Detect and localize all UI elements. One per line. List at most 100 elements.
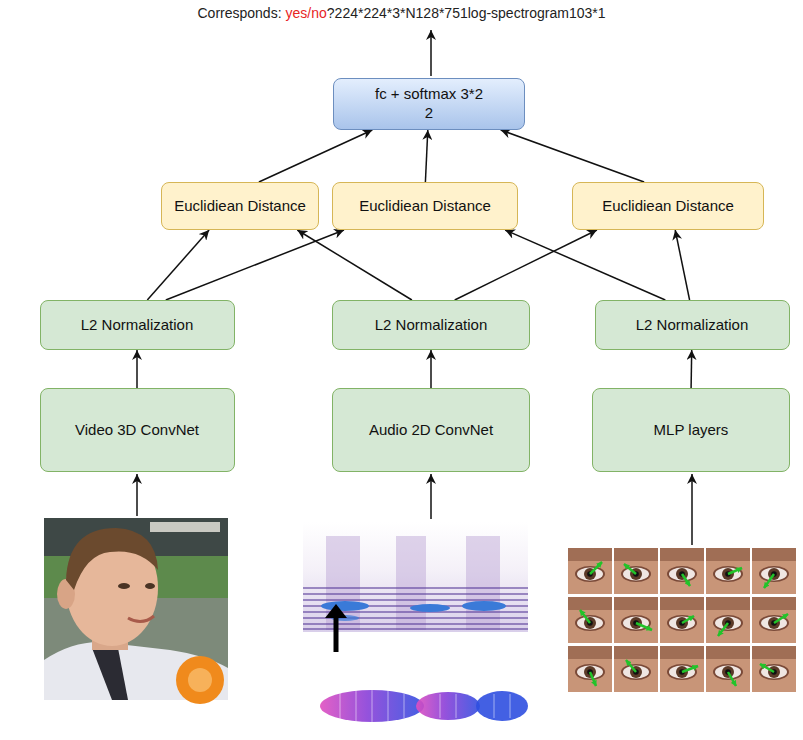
output-label: yes/no — [286, 5, 327, 21]
waveform — [318, 705, 540, 707]
face-photo — [145, 583, 155, 589]
waveform — [388, 690, 389, 722]
waveform — [372, 690, 373, 722]
eye-grid — [752, 548, 796, 594]
output-label: 103*1 — [569, 5, 606, 21]
face-photo — [118, 583, 130, 589]
network-box: Video 3D ConvNet — [40, 388, 235, 472]
spectrogram — [466, 536, 500, 630]
input-leaders — [430, 30, 432, 76]
normalization-box: L2 Normalization — [595, 300, 790, 350]
distance-box: Euclidiean Distance — [161, 182, 319, 230]
waveform — [456, 694, 457, 718]
waveform — [404, 694, 405, 718]
box-text: L2 Normalization — [81, 316, 194, 335]
input-arrow — [334, 616, 339, 652]
waveform — [340, 690, 510, 722]
eye-grid — [568, 548, 612, 594]
connector-arrow — [147, 230, 209, 300]
output-label: log-spectrogram — [468, 5, 569, 21]
normalization-box: L2 Normalization — [332, 300, 530, 350]
classifier-box: fc + softmax 3*22 — [333, 78, 525, 130]
connector-arrow — [505, 230, 665, 300]
eye-grid — [706, 548, 750, 594]
output-label: Corresponds: — [198, 5, 282, 21]
output-question: Corresponds:yes/no?224*224*3*N128*751log… — [0, 5, 803, 21]
normalization-box: L2 Normalization — [40, 300, 235, 350]
waveform — [318, 690, 540, 722]
connector-arrow — [136, 350, 138, 388]
face-photo — [66, 528, 158, 590]
eye-grid — [760, 664, 774, 672]
input-leaders — [136, 474, 138, 516]
face-photo — [44, 518, 228, 700]
spectrogram — [303, 522, 528, 632]
distance-box: Euclidiean Distance — [332, 182, 518, 230]
face-photo — [92, 648, 128, 700]
spectrogram — [303, 522, 528, 632]
face-photo — [44, 518, 228, 704]
connector-arrow — [501, 130, 644, 182]
spectrogram — [410, 604, 450, 612]
distance-box: Euclidiean Distance — [572, 182, 764, 230]
waveform — [494, 694, 495, 718]
face-photo — [128, 616, 154, 622]
spectrogram — [321, 601, 369, 611]
connector-arrow — [430, 350, 432, 388]
input-arrow — [325, 604, 347, 618]
input-arrow — [325, 604, 347, 652]
spectrogram — [303, 587, 528, 589]
box-text: L2 Normalization — [375, 316, 488, 335]
connector-arrow — [425, 130, 427, 182]
eye-grid — [568, 597, 612, 643]
box-text: Video 3D ConvNet — [75, 421, 199, 440]
eye-grid — [660, 597, 704, 643]
waveform — [440, 694, 441, 718]
face-photo — [188, 668, 212, 692]
eye-grid — [568, 646, 612, 692]
eye-grid — [580, 562, 788, 686]
eye-grid — [568, 548, 796, 692]
box-text: 2 — [425, 104, 433, 123]
face-photo — [176, 656, 224, 704]
eye-grid — [636, 623, 652, 630]
network-box: Audio 2D ConvNet — [332, 388, 530, 472]
eye-grid — [614, 646, 658, 692]
eye-grid — [614, 548, 658, 594]
face-photo — [150, 522, 220, 532]
connector-arrow — [259, 130, 372, 182]
eye-grid — [590, 672, 596, 686]
connector-arrow — [455, 230, 597, 300]
eye-grid — [706, 597, 750, 643]
output-label: 224*224*3*N — [335, 5, 416, 21]
connector-arrow — [675, 230, 689, 300]
eye-grid — [614, 597, 658, 643]
box-text: MLP layers — [654, 421, 729, 440]
box-text: Euclidiean Distance — [602, 197, 734, 216]
box-text: fc + softmax 3*2 — [375, 85, 483, 104]
connector-arrow — [690, 350, 692, 388]
face-photo — [44, 642, 228, 700]
eye-grid — [590, 562, 602, 574]
eye-grid — [624, 564, 636, 574]
input-leaders — [691, 474, 693, 545]
eye-grid — [660, 646, 704, 692]
spectrogram — [303, 599, 528, 601]
box-text: L2 Normalization — [636, 316, 749, 335]
eye-grid — [682, 616, 694, 623]
spectrogram — [303, 593, 528, 595]
spectrogram — [462, 601, 506, 611]
input-leaders — [430, 474, 432, 519]
eye-grid — [728, 568, 742, 574]
eye-grid — [764, 574, 774, 588]
output-label: ? — [327, 5, 335, 21]
box-text: Euclidiean Distance — [174, 197, 306, 216]
box-text: Euclidiean Distance — [359, 197, 491, 216]
eye-grid — [728, 672, 736, 686]
connector-arrow — [297, 230, 412, 300]
eye-grid — [580, 610, 590, 623]
eye-grid — [682, 666, 698, 672]
eye-grid — [774, 614, 788, 623]
eye-grid — [706, 646, 750, 692]
waveform — [356, 690, 357, 722]
